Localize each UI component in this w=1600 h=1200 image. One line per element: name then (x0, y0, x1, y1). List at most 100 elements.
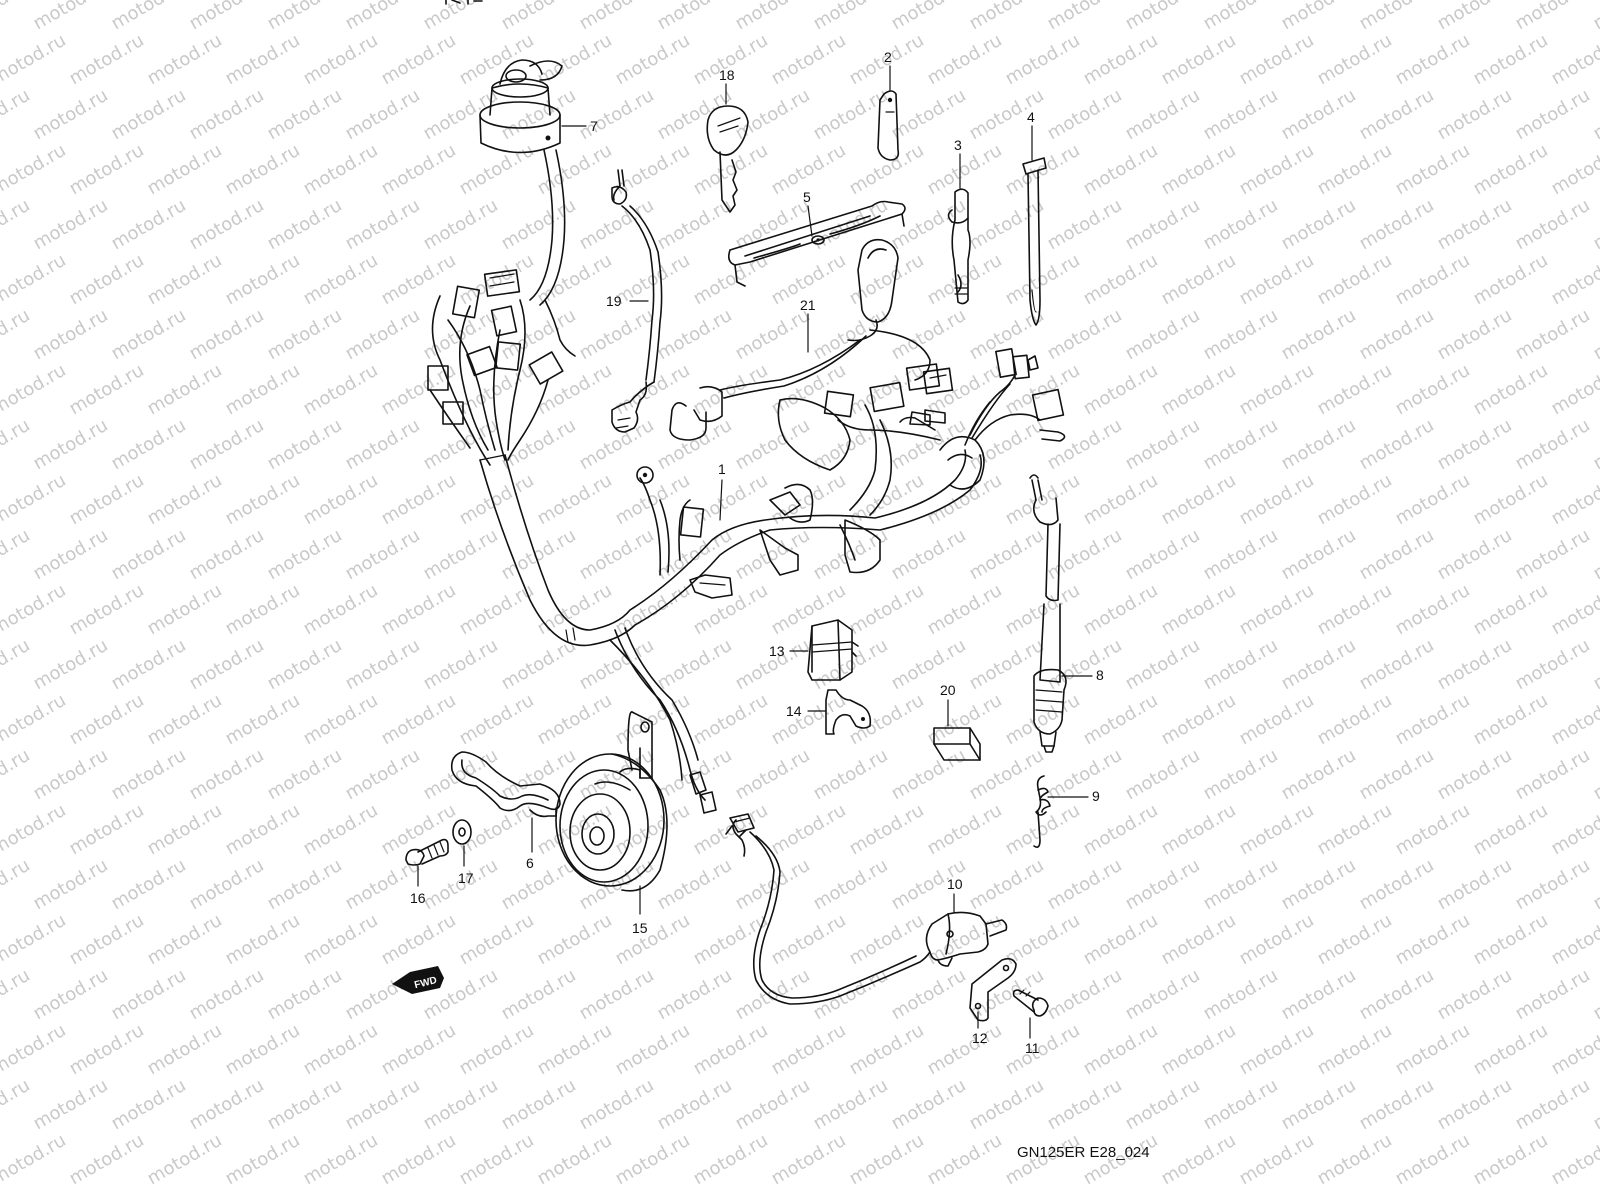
watermark-text: motod.ru (1278, 195, 1360, 254)
watermark-text: motod.ru (1278, 0, 1360, 34)
watermark-text: motod.ru (576, 305, 658, 364)
washer (452, 819, 472, 845)
watermark-text: motod.ru (144, 800, 226, 859)
watermark-text: motod.ru (456, 1020, 538, 1079)
watermark-text: motod.ru (1590, 0, 1600, 34)
watermark-text: motod.ru (1512, 525, 1594, 584)
callout-12-bracket: 12 (972, 1030, 988, 1046)
watermark-text: motod.ru (1356, 195, 1438, 254)
watermark-text: motod.ru (1158, 800, 1240, 859)
watermark-text: motod.ru (1434, 415, 1516, 474)
watermark-text: motod.ru (264, 0, 346, 34)
watermark-text: motod.ru (378, 470, 460, 529)
bolt (405, 838, 449, 866)
watermark-text: motod.ru (222, 250, 304, 309)
watermark-text: motod.ru (924, 1130, 1006, 1189)
watermark-text: motod.ru (1470, 800, 1552, 859)
watermark-text: motod.ru (1122, 85, 1204, 144)
watermark-text: motod.ru (690, 800, 772, 859)
watermark-text: motod.ru (420, 1075, 502, 1134)
pad (933, 727, 981, 761)
watermark-text: motod.ru (66, 800, 148, 859)
watermark-text: motod.ru (846, 470, 928, 529)
watermark-text: motod.ru (0, 800, 70, 859)
watermark-text: motod.ru (30, 635, 112, 694)
lead-wire (611, 169, 663, 433)
watermark-text: motod.ru (1434, 525, 1516, 584)
watermark-text: motod.ru (1434, 965, 1516, 1024)
watermark-text: motod.ru (1470, 690, 1552, 749)
watermark-text: motod.ru (498, 0, 580, 34)
watermark-text: motod.ru (1470, 250, 1552, 309)
watermark-text: motod.ru (888, 635, 970, 694)
watermark-text: motod.ru (378, 1020, 460, 1079)
plug-cap (669, 238, 954, 441)
watermark-text: motod.ru (300, 1130, 382, 1189)
watermark-text: motod.ru (1356, 1075, 1438, 1134)
callout-16-bolt: 16 (410, 890, 426, 906)
watermark-text: motod.ru (1236, 910, 1318, 969)
watermark-text: motod.ru (1080, 360, 1162, 419)
watermark-text: motod.ru (0, 415, 34, 474)
watermark-text: motod.ru (810, 855, 892, 914)
watermark-text: motod.ru (534, 1130, 616, 1189)
watermark-text: motod.ru (924, 1020, 1006, 1079)
watermark-text: motod.ru (1200, 0, 1282, 34)
watermark-text: motod.ru (1044, 85, 1126, 144)
fwd-label: FWD (413, 975, 438, 991)
watermark-text: motod.ru (612, 1020, 694, 1079)
watermark-text: motod.ru (1590, 525, 1600, 584)
watermark-text: motod.ru (498, 965, 580, 1024)
watermark-text: motod.ru (1080, 800, 1162, 859)
strap (450, 751, 561, 818)
watermark-text: motod.ru (888, 525, 970, 584)
watermark-text: motod.ru (1590, 855, 1600, 914)
callout-21-plug-cap: 21 (800, 297, 816, 313)
watermark-text: motod.ru (30, 195, 112, 254)
watermark-text: motod.ru (264, 965, 346, 1024)
watermark-text: motod.ru (1278, 305, 1360, 364)
watermark-text: motod.ru (1044, 525, 1126, 584)
watermark-text: motod.ru (0, 140, 70, 199)
watermark-text: motod.ru (108, 305, 190, 364)
watermark-text: motod.ru (534, 470, 616, 529)
watermark-text: motod.ru (186, 1075, 268, 1134)
watermark-text: motod.ru (0, 30, 70, 89)
watermark-text: motod.ru (888, 965, 970, 1024)
watermark-text: motod.ru (1236, 470, 1318, 529)
wiring-harness (479, 348, 1066, 814)
watermark-text: motod.ru (66, 360, 148, 419)
watermark-text: motod.ru (924, 250, 1006, 309)
watermark-text: motod.ru (66, 470, 148, 529)
watermark-text: motod.ru (456, 910, 538, 969)
callout-2-clamp: 2 (884, 49, 892, 65)
watermark-text: motod.ru (1314, 1130, 1396, 1189)
watermark-text: motod.ru (1470, 140, 1552, 199)
watermark-text: motod.ru (1548, 250, 1600, 309)
watermark-text: motod.ru (1080, 30, 1162, 89)
watermark-text: motod.ru (1122, 0, 1204, 34)
watermark-text: motod.ru (888, 85, 970, 144)
watermark-text: motod.ru (1002, 1020, 1084, 1079)
watermark-text: motod.ru (108, 415, 190, 474)
callout-5-clamp-plate: 5 (803, 189, 811, 205)
watermark-text: motod.ru (456, 470, 538, 529)
watermark-text: motod.ru (342, 745, 424, 804)
watermark-text: motod.ru (1200, 855, 1282, 914)
watermark-text: motod.ru (66, 580, 148, 639)
watermark-text: motod.ru (456, 800, 538, 859)
watermark-text: motod.ru (1314, 690, 1396, 749)
watermark-text: motod.ru (1044, 745, 1126, 804)
watermark-text: motod.ru (1158, 360, 1240, 419)
watermark-text: motod.ru (1392, 1130, 1474, 1189)
watermark-text: motod.ru (1590, 635, 1600, 694)
watermark-text: motod.ru (1314, 800, 1396, 859)
watermark-text: motod.ru (534, 1020, 616, 1079)
watermark-text: motod.ru (612, 360, 694, 419)
watermark-text: motod.ru (498, 85, 580, 144)
watermark-text: motod.ru (690, 140, 772, 199)
watermark-text: motod.ru (654, 855, 736, 914)
watermark-text: motod.ru (1158, 580, 1240, 639)
watermark-text: motod.ru (810, 0, 892, 34)
figure-caption: GN125ER E28_024 (1017, 1144, 1150, 1161)
